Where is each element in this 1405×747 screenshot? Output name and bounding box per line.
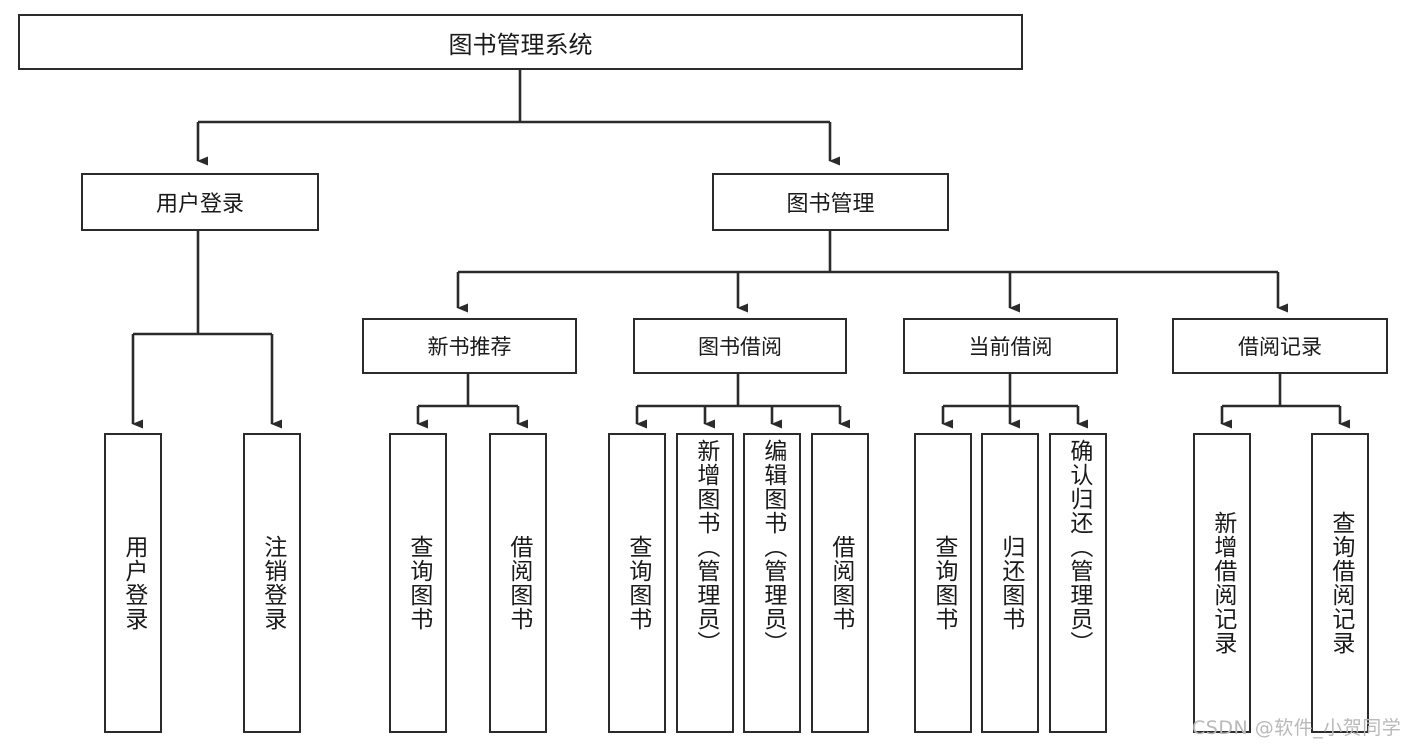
node-label: 当前借阅 [968, 335, 1053, 359]
node-label: 借阅记录 [1238, 335, 1322, 359]
leaf-user-login[interactable]: 用户登录 [104, 433, 162, 733]
node-label: 查询借阅记录 [1327, 511, 1354, 655]
leaf-logout-login[interactable]: 注销登录 [243, 433, 301, 733]
node-label: 确认归还（管理员） [1065, 439, 1092, 655]
leaf-borrow-book-recommend[interactable]: 借阅图书 [489, 433, 547, 733]
node-label: 编辑图书（管理员） [759, 439, 786, 655]
node-borrow-record[interactable]: 借阅记录 [1172, 318, 1388, 374]
node-label: 查询图书 [405, 535, 432, 631]
leaf-add-book-admin[interactable]: 新增图书（管理员） [676, 433, 734, 733]
node-label: 新增图书（管理员） [692, 439, 719, 655]
node-label: 图书借阅 [698, 335, 782, 359]
leaf-query-borrow-record[interactable]: 查询借阅记录 [1311, 433, 1369, 733]
node-label: 借阅图书 [827, 535, 854, 631]
leaf-add-borrow-record[interactable]: 新增借阅记录 [1193, 433, 1251, 733]
node-label: 图书管理 [786, 192, 875, 217]
node-new-book-rec[interactable]: 新书推荐 [362, 318, 577, 374]
node-label: 新书推荐 [427, 335, 512, 359]
node-book-borrow[interactable]: 图书借阅 [633, 318, 847, 374]
node-label: 查询图书 [624, 535, 651, 631]
node-label: 注销登录 [259, 535, 286, 631]
node-current-borrow[interactable]: 当前借阅 [903, 318, 1118, 374]
node-root-system[interactable]: 图书管理系统 [18, 14, 1023, 70]
leaf-edit-book-admin[interactable]: 编辑图书（管理员） [743, 433, 801, 733]
leaf-query-book-borrow[interactable]: 查询图书 [608, 433, 666, 733]
node-label: 用户登录 [155, 192, 244, 217]
node-user-login[interactable]: 用户登录 [81, 173, 319, 231]
node-label: 图书管理系统 [448, 30, 593, 59]
leaf-borrow-book[interactable]: 借阅图书 [811, 433, 869, 733]
leaf-confirm-return-admin[interactable]: 确认归还（管理员） [1049, 433, 1107, 733]
node-label: 新增借阅记录 [1209, 511, 1236, 655]
csdn-watermark: CSDN @软件_小贺同学 [1192, 717, 1402, 739]
node-label: 借阅图书 [505, 535, 532, 631]
leaf-query-book-current[interactable]: 查询图书 [914, 433, 972, 733]
node-book-manage[interactable]: 图书管理 [712, 173, 949, 231]
node-label: 归还图书 [997, 535, 1024, 631]
node-label: 用户登录 [120, 535, 147, 631]
node-label: 查询图书 [930, 535, 957, 631]
leaf-return-book[interactable]: 归还图书 [981, 433, 1039, 733]
leaf-query-book-recommend[interactable]: 查询图书 [389, 433, 447, 733]
